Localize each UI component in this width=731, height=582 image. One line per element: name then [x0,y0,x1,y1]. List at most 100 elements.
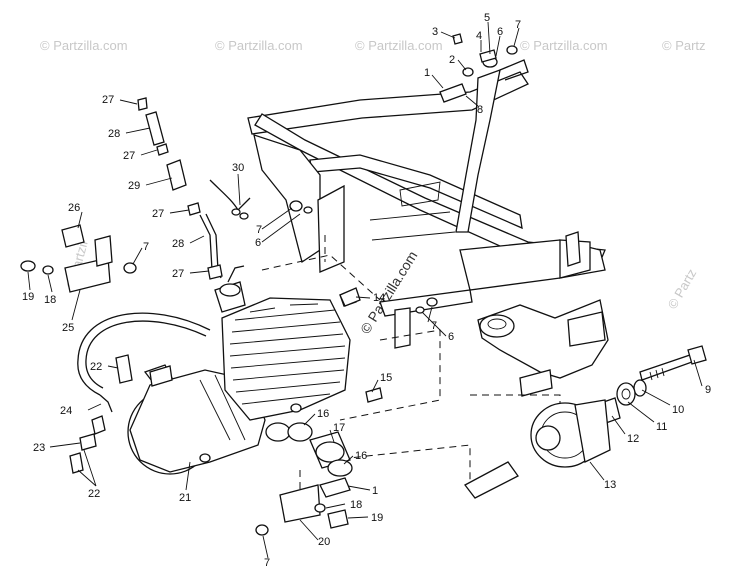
fitting [365,387,383,403]
lock-washer [633,379,647,397]
throttle-cable [209,179,251,212]
callout-6: 6 [255,237,261,249]
callout-26: 26 [68,202,80,214]
bolt [439,83,467,103]
callout-4: 4 [476,30,482,42]
callout-14: 14 [373,292,385,304]
hose-clamp [207,264,223,280]
frame-gusset [253,134,321,264]
leader-lines [27,21,703,559]
callout-21: 21 [179,492,191,504]
callout-2: 2 [449,54,455,66]
callout-7: 7 [431,320,437,332]
hose-end [69,452,84,474]
callout-13: 13 [604,479,616,491]
callout-27: 27 [152,208,164,220]
watermark-text: © Partzilla.com [520,38,608,53]
exhaust-gasket [287,422,313,442]
carburetor-cap [219,283,241,297]
steering-bracket [499,59,529,81]
callout-18: 18 [350,499,362,511]
bolt-head [687,345,707,365]
callout-labels: 1 2 3 4 5 6 7 8 27 28 27 29 30 27 7 6 28… [22,12,711,569]
callout-19: 19 [371,512,383,524]
watermark-text: © Partzilla.com [215,38,303,53]
nut [506,45,518,55]
callout-18: 18 [44,294,56,306]
hose-clamp [156,143,169,156]
callout-27: 27 [123,150,135,162]
hose-fitting [91,415,106,435]
nut [426,297,438,307]
dashed-guide [339,329,441,421]
callout-6: 6 [497,26,503,38]
callout-22: 22 [88,488,100,500]
tee-fitting [99,394,113,413]
clutch-body [574,399,611,463]
watermark-text: © Partzilla.com [357,248,421,336]
throttle-cable-end [227,265,245,283]
frame [247,59,609,397]
bolt [327,509,349,529]
nut [289,200,303,212]
frame-lower-tab [519,369,553,397]
cylinder [221,297,351,421]
callout-23: 23 [33,442,45,454]
callout-24: 24 [60,405,72,417]
callout-17: 17 [333,422,345,434]
frame-top-tube [247,71,529,135]
callout-20: 20 [318,536,330,548]
dashed-guide [470,394,561,420]
frame-tab [399,181,441,207]
callout-16: 16 [317,408,329,420]
drive-cover [464,461,519,499]
bracket-arm [94,235,113,267]
callout-7: 7 [515,19,521,31]
steering-post [455,68,501,233]
callout-9: 9 [705,384,711,396]
frame-floor-lines [369,211,456,241]
frame-side-plate [317,184,345,273]
callout-8: 8 [477,104,483,116]
watermark-text: © Partz [665,266,700,311]
bolt-threads [649,367,665,381]
callout-30: 30 [232,162,244,174]
washer [415,306,425,314]
hose-clamp [137,97,148,111]
callout-10: 10 [672,404,684,416]
nut [255,524,269,536]
callout-7: 7 [143,241,149,253]
callout-28: 28 [172,238,184,250]
watermark-text: © Partzilla.com [40,38,128,53]
washer [462,67,474,77]
cable-nut [239,212,249,220]
hose-fitting [79,433,97,451]
swingarm-block [567,311,606,347]
dashed-guide [261,254,381,301]
dashed-guide [329,444,471,490]
cylinder-fins [229,303,346,405]
clutch-hub [535,425,561,451]
watermark-text: © Partz [662,38,706,53]
nut [123,262,137,274]
callout-1: 1 [424,67,430,79]
washer [314,503,326,513]
exhaust-clamp [327,459,353,477]
engine-mount-boss [265,422,291,442]
hardware [20,33,707,536]
callout-7: 7 [256,224,262,236]
hose-clamp [187,202,201,216]
fuel-filter [166,159,187,191]
callout-12: 12 [627,433,639,445]
screw [452,33,463,45]
axle-boss-bore [487,318,507,330]
axle-boss [479,314,515,338]
engine-mount-bracket [279,484,321,523]
choke-knob [149,365,173,387]
flat-washer [616,382,636,406]
callout-1: 1 [372,485,378,497]
cable-nut [231,208,241,216]
callout-22: 22 [90,361,102,373]
